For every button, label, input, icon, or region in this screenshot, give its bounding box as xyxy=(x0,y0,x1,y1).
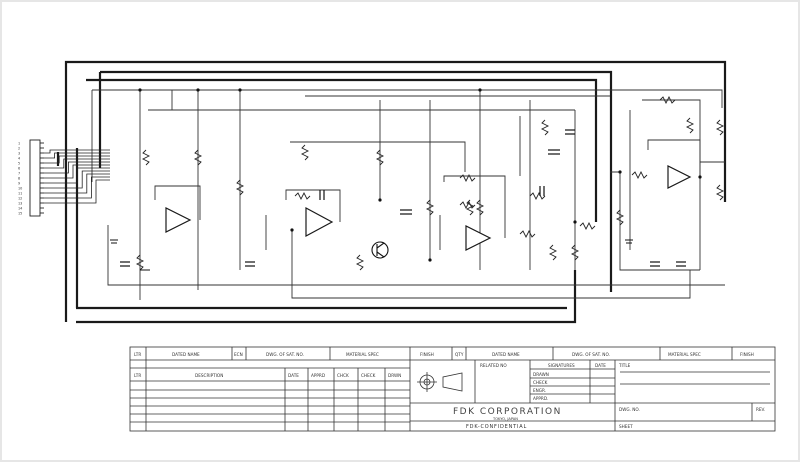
connector-lead xyxy=(44,158,110,169)
connector-pin-label: 5 xyxy=(18,162,20,166)
rev-finish-2: FINISH xyxy=(740,352,754,357)
rev-label: REV. xyxy=(756,407,765,412)
rev-ecn: ECN xyxy=(234,352,243,357)
desc-description: DESCRIPTION xyxy=(195,373,223,378)
title-block xyxy=(129,346,776,432)
sign-drawn: DRAWN xyxy=(533,372,549,377)
connector-pin-label: 6 xyxy=(18,167,20,171)
rev-material-2: MATERIAL SPEC xyxy=(668,352,701,357)
connector-lead xyxy=(44,155,110,164)
desc-chck: CHCK xyxy=(337,373,349,378)
connector-pin-label: 4 xyxy=(18,157,20,161)
sheet-label: SHEET xyxy=(619,424,633,429)
rev-material: MATERIAL SPEC xyxy=(346,352,379,357)
connector-lead xyxy=(44,152,110,159)
connector-lead xyxy=(44,179,110,204)
desc-ltr: LTR xyxy=(134,373,141,378)
related-no: RELATED NO xyxy=(480,363,507,368)
circuit xyxy=(56,60,727,324)
connector-pin-label: 15 xyxy=(18,212,22,216)
connector-lead xyxy=(44,161,110,174)
confidential-label: FDK-CONFIDENTIAL xyxy=(466,424,527,430)
connector-pin-label: 3 xyxy=(18,152,20,156)
rev-dwg-2: DWG. OF SAT. NO. xyxy=(572,352,610,357)
sign-engr: ENGR. xyxy=(533,388,546,393)
company-name: FDK CORPORATION xyxy=(453,407,562,417)
connector-lead xyxy=(44,167,110,184)
connector-pin-label: 12 xyxy=(18,197,22,201)
connector-lead xyxy=(44,173,110,194)
connector-lead xyxy=(44,170,110,189)
connector-lead xyxy=(44,164,110,179)
desc-check: CHECK xyxy=(361,373,376,378)
rev-dated-name-2: DATED NAME xyxy=(492,352,520,357)
rev-ltr: LTR xyxy=(134,352,141,357)
connector-pin-label: 14 xyxy=(18,207,22,211)
desc-apprd: APPRD xyxy=(311,373,325,378)
title-label: TITLE xyxy=(618,363,631,368)
company-location: TOKYO, JAPAN xyxy=(492,417,518,421)
connector-pin-label: 8 xyxy=(18,177,20,181)
connector-pin-label: 13 xyxy=(18,202,22,206)
sign-apprd: APPRD. xyxy=(533,396,548,401)
connector-pin-label: 9 xyxy=(18,182,20,186)
connector-pin-label: 10 xyxy=(18,187,22,191)
sig-date: DATE xyxy=(595,363,606,368)
connector-pin-label: 1 xyxy=(18,142,20,146)
desc-drwn: DRWN xyxy=(388,373,401,378)
rev-dated-name: DATED NAME xyxy=(172,352,200,357)
rev-qty: QTY xyxy=(455,352,464,357)
signatures: SIGNATURES xyxy=(548,363,575,368)
connector-pin-label: 2 xyxy=(18,147,20,151)
connector-lead xyxy=(44,149,110,154)
connector-pin-label: 7 xyxy=(18,172,20,176)
sign-check: CHECK xyxy=(533,380,548,385)
title-block-text: LTR DATED NAME ECN DWG. OF SAT. NO. MATE… xyxy=(134,352,765,430)
desc-date: DATE xyxy=(288,373,299,378)
connector-pin-label: 11 xyxy=(18,192,22,196)
dwg-no: DWG. NO. xyxy=(619,407,640,412)
rev-finish: FINISH xyxy=(420,352,434,357)
connector-lead xyxy=(44,176,110,199)
rev-dwg: DWG. OF SAT. NO. xyxy=(266,352,304,357)
